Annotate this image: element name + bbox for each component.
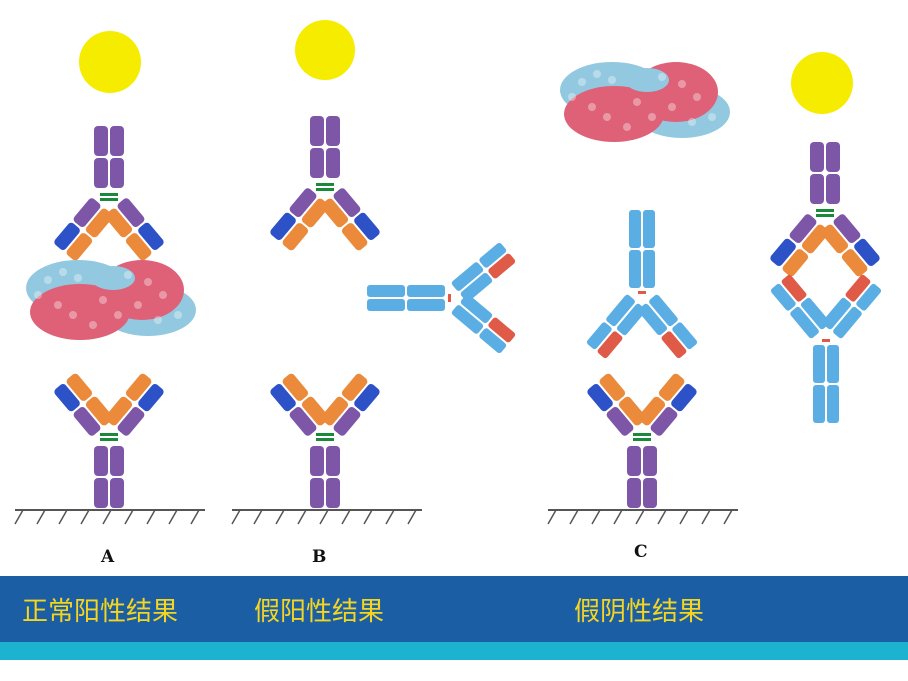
capture-antibody [585,372,699,508]
interfering-antibody [768,272,884,424]
detection-antibody [268,116,382,252]
labeled-antigen [791,52,853,114]
banner-stripe [0,642,908,660]
caption-banner [0,576,908,642]
panel-c-false-negative [547,52,884,525]
panel-b-false-positive [231,20,518,525]
solid-support-surface [547,509,739,525]
detection-antibody [52,126,166,262]
detection-antibody [768,142,882,278]
labeled-antigen [295,20,355,80]
interfering-antibody [584,209,700,361]
caption-normal-positive: 正常阳性结果 [22,597,179,627]
target-protein [26,260,196,340]
panel-a-normal-positive [14,31,206,525]
solid-support-surface [14,509,206,525]
interfering-antibody [366,240,518,356]
capture-antibody [268,372,382,508]
capture-antibody [52,372,166,508]
solid-support-surface [231,509,423,525]
panel-label-a: A [101,547,115,567]
caption-false-negative: 假阴性结果 [574,597,705,627]
target-protein [560,62,730,142]
labeled-antigen [79,31,141,93]
panel-label-c: C [634,542,648,562]
caption-false-positive: 假阳性结果 [254,597,385,627]
panel-label-b: B [312,547,327,567]
